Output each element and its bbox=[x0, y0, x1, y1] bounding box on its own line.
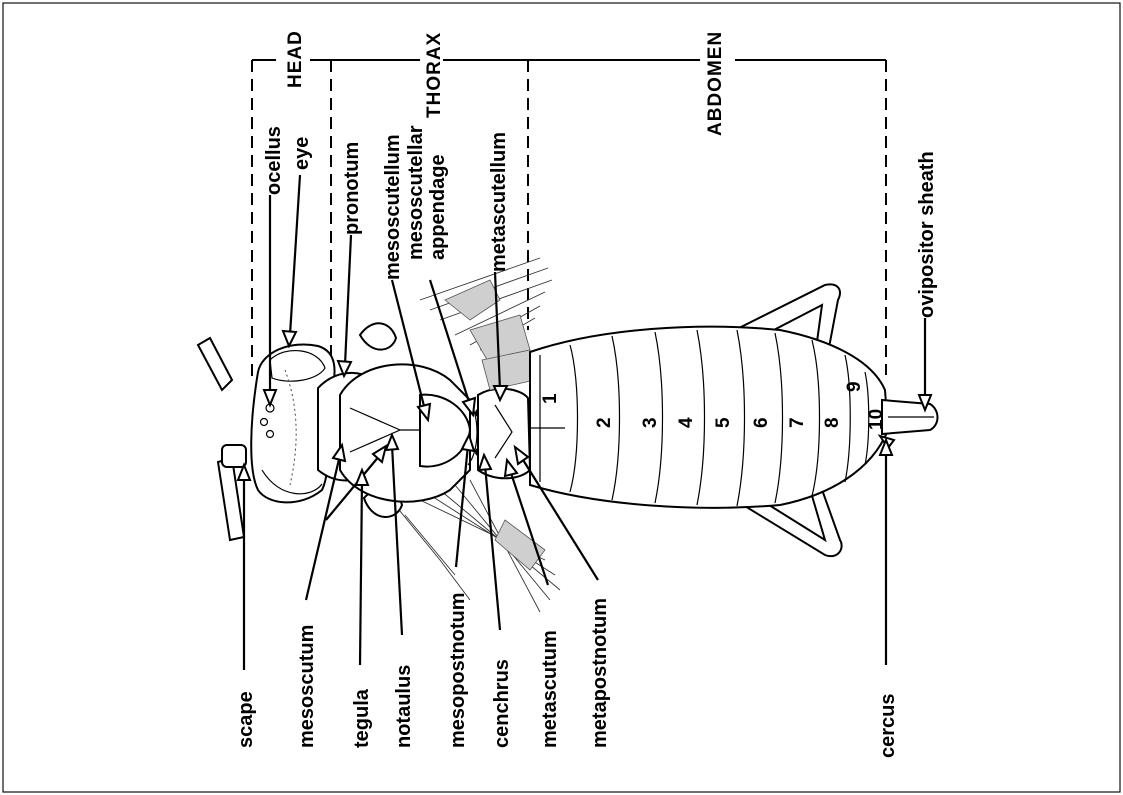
segment-number-1: 1 bbox=[540, 393, 561, 404]
section-head-label: HEAD bbox=[285, 30, 306, 88]
section-abdomen-label: ABDOMEN bbox=[705, 31, 726, 136]
segment-number-6: 6 bbox=[751, 417, 772, 428]
label-metascutum: metascutum bbox=[539, 630, 561, 748]
segment-number-8: 8 bbox=[822, 417, 843, 428]
segment-number-4: 4 bbox=[676, 417, 697, 428]
antenna-base bbox=[221, 444, 247, 468]
label-mesoscutellar-appendage-2: appendage bbox=[427, 154, 449, 260]
label-eye: eye bbox=[291, 137, 313, 170]
label-cenchrus: cenchrus bbox=[491, 659, 513, 748]
leader-lines bbox=[236, 174, 933, 670]
label-metascutellum: metascutellum bbox=[488, 132, 510, 272]
label-cercus: cercus bbox=[877, 694, 899, 759]
label-mesoscutellar-appendage-1: mesoscutellar bbox=[405, 125, 427, 260]
wing-fringe bbox=[394, 257, 561, 613]
segment-number-7: 7 bbox=[787, 417, 808, 428]
segment-number-2: 2 bbox=[594, 417, 615, 428]
label-ovipositor-sheath: ovipositor sheath bbox=[916, 151, 938, 318]
insect-drawing bbox=[196, 257, 939, 613]
antenna-lower-scape bbox=[216, 456, 246, 542]
compound-eye bbox=[269, 349, 326, 382]
abdomen-outline bbox=[529, 325, 890, 509]
segment-number-5: 5 bbox=[713, 417, 734, 428]
label-ocellus: ocellus bbox=[263, 126, 285, 195]
label-notaulus: notaulus bbox=[393, 665, 415, 748]
abdomen-segment-lines bbox=[530, 329, 870, 507]
label-pronotum: pronotum bbox=[341, 142, 363, 235]
segment-number-9: 9 bbox=[844, 381, 865, 392]
label-scape: scape bbox=[235, 691, 257, 748]
label-tegula: tegula bbox=[351, 688, 373, 748]
label-mesoscutellum: mesoscutellum bbox=[382, 134, 404, 280]
label-metapostnotum: metapostnotum bbox=[589, 598, 611, 748]
label-mesoscutum: mesoscutum bbox=[296, 625, 318, 748]
label-mesopostnotum: mesopostnotum bbox=[447, 592, 469, 748]
segment-number-10: 10 bbox=[866, 409, 887, 430]
region-brackets bbox=[251, 59, 887, 380]
segment-number-3: 3 bbox=[640, 417, 661, 428]
antenna-upper bbox=[196, 336, 234, 392]
section-thorax-label: THORAX bbox=[424, 32, 445, 118]
